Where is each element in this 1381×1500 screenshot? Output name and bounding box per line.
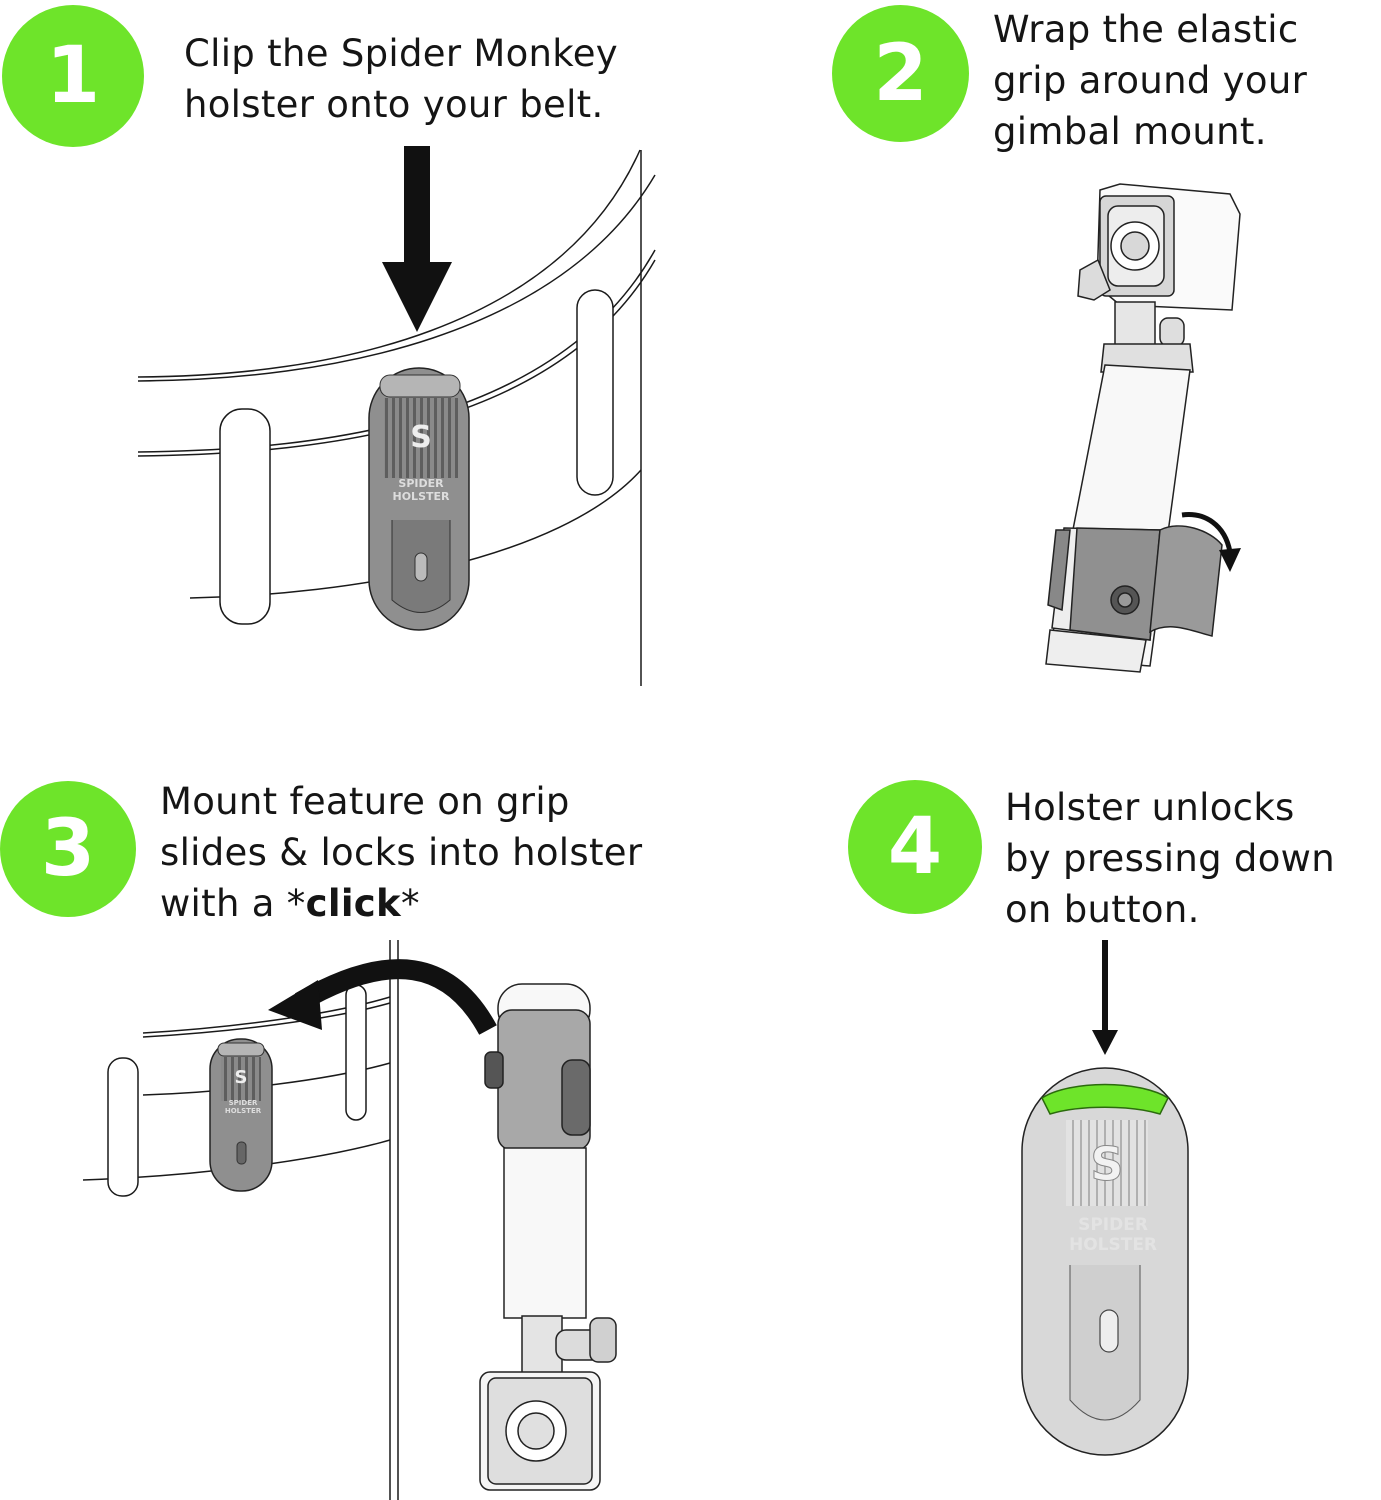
- step-3-line-3-suffix: *: [400, 882, 420, 925]
- step-4-number: 4: [887, 802, 943, 892]
- step-4-text: Holster unlocks by pressing down on butt…: [1005, 782, 1335, 935]
- step-3-number: 3: [40, 804, 96, 894]
- step-1-line-1: Clip the Spider Monkey: [184, 32, 618, 75]
- step-1-down-arrow: [382, 146, 452, 332]
- step-2-badge: 2: [832, 5, 969, 142]
- step-4-down-arrow: [1092, 940, 1118, 1055]
- step-1-holster: S SPIDER HOLSTER: [368, 367, 470, 631]
- step-3-brand-line-1: SPIDER: [229, 1099, 258, 1107]
- step-3-text: Mount feature on grip slides & locks int…: [160, 776, 642, 929]
- step-4-line-1: Holster unlocks: [1005, 786, 1295, 829]
- step-4-brand-line-1: SPIDER: [1078, 1215, 1148, 1235]
- step-1-text: Clip the Spider Monkey holster onto your…: [184, 28, 618, 130]
- step-2-line-1: Wrap the elastic: [993, 8, 1299, 51]
- step-3-curved-arrow: [268, 959, 497, 1035]
- step-4-line-2: by pressing down: [1005, 837, 1335, 880]
- step-2-line-2: grip around your: [993, 59, 1308, 102]
- svg-text:S: S: [235, 1067, 248, 1088]
- step-2-line-3: gimbal mount.: [993, 110, 1267, 153]
- step-3-holster: S SPIDER HOLSTER: [209, 1038, 273, 1192]
- step-1-number: 1: [45, 31, 101, 121]
- step-3-line-1: Mount feature on grip: [160, 780, 570, 823]
- svg-text:S: S: [1090, 1137, 1123, 1191]
- step-3-brand-line-2: HOLSTER: [225, 1107, 262, 1115]
- step-1-brand-line-2: HOLSTER: [393, 490, 451, 503]
- step-3-belt-illustration: [82, 940, 399, 1500]
- svg-text:S: S: [410, 420, 432, 455]
- step-3-click-word: click: [305, 882, 401, 925]
- step-4-release-button: [1041, 1083, 1169, 1115]
- step-3-line-3-prefix: with a *: [160, 882, 306, 925]
- step-3-line-3: with a *click*: [160, 878, 642, 929]
- step-1-brand-line-1: SPIDER: [398, 477, 444, 490]
- step-2-number: 2: [873, 28, 928, 119]
- step-3-grip-illustration: [479, 983, 617, 1491]
- step-3-line-2: slides & locks into holster: [160, 831, 643, 874]
- step-4-line-3: on button.: [1005, 888, 1200, 931]
- step-3-badge: 3: [0, 781, 136, 917]
- step-4-badge: 4: [848, 780, 982, 914]
- step-1-badge: 1: [2, 5, 144, 147]
- step-2-text: Wrap the elastic grip around your gimbal…: [993, 4, 1307, 157]
- step-1-belt-illustration: [137, 149, 656, 686]
- step-1-line-2: holster onto your belt.: [184, 83, 604, 126]
- step-2-gimbal-illustration: [1045, 183, 1241, 673]
- step-4-brand-line-2: HOLSTER: [1069, 1235, 1157, 1255]
- step-4-holster: S SPIDER HOLSTER: [1021, 1067, 1189, 1456]
- step-2-curved-arrow: [1181, 512, 1241, 572]
